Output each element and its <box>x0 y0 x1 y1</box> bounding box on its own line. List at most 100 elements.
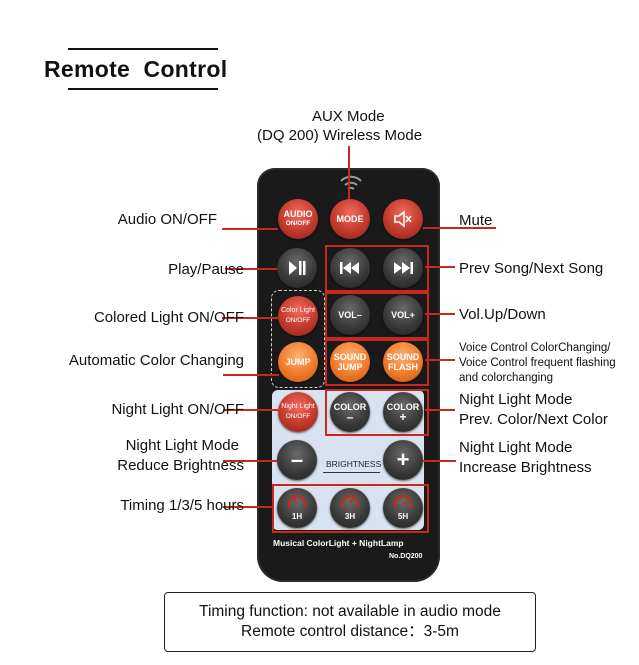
clock-icon <box>341 495 359 509</box>
color-next-label: COLOR <box>386 402 420 412</box>
aux-mode-label: AUX Mode <box>312 108 385 125</box>
night-light-button-sublabel: ON/OFF <box>285 413 311 420</box>
clock-icon <box>288 495 306 509</box>
timer-1h-button[interactable]: 1H <box>277 488 317 528</box>
vol-down-button[interactable]: VOL– <box>330 295 370 335</box>
fast-forward-icon <box>394 262 413 274</box>
voice-control-label-1: Voice Control ColorChanging/ <box>459 342 611 354</box>
next-song-button[interactable] <box>383 248 423 288</box>
increase-leader-line <box>423 460 456 462</box>
night-light-button-label: Night Light <box>281 403 315 410</box>
timing-leader-line <box>223 506 272 508</box>
vol-up-button[interactable]: VOL+ <box>383 295 423 335</box>
remote-model-text: No.DQ200 <box>389 553 423 560</box>
note-timing: Timing function: not available in audio … <box>199 603 501 620</box>
wireless-signal-icon <box>337 172 365 194</box>
rewind-icon <box>340 262 359 274</box>
timing-label: Timing 1/3/5 hours <box>120 497 244 514</box>
sound-jump-sublabel: JUMP <box>337 362 363 372</box>
vol-down-label: VOL– <box>338 310 362 320</box>
brightness-up-sign: + <box>396 447 410 472</box>
sound-flash-sublabel: FLASH <box>387 362 418 372</box>
colored-leader-line <box>222 317 278 319</box>
color-light-dashed-frame <box>271 290 325 388</box>
color-mode-label: Night Light Mode <box>459 391 573 408</box>
volume-highlight-box <box>325 292 429 339</box>
sound-highlight-box <box>325 339 429 386</box>
color-highlight-box <box>325 389 429 436</box>
timer-5h-label: 5H <box>397 512 409 521</box>
title-top-rule <box>68 48 218 50</box>
play-leader-line <box>225 268 277 270</box>
prev-song-button[interactable] <box>330 248 370 288</box>
mode-button-label: MODE <box>336 214 364 224</box>
mute-leader-line <box>423 227 496 229</box>
reduce-leader-line <box>223 460 277 462</box>
brightness-down-sign: – <box>290 447 304 472</box>
increase-mode-label: Night Light Mode <box>459 439 573 456</box>
play-pause-icon <box>289 261 306 275</box>
jump-button[interactable]: JUMP <box>278 342 318 382</box>
color-light-button-label: Color Light <box>281 307 315 314</box>
audio-button-label: AUDIO <box>283 209 313 219</box>
increase-brightness-label: Increase Brightness <box>459 459 592 476</box>
mute-icon <box>394 210 412 228</box>
vol-up-label: VOL+ <box>391 310 415 320</box>
audio-leader-line <box>222 228 278 230</box>
voice-leader-line <box>425 359 455 361</box>
jump-label: JUMP <box>285 357 311 367</box>
mode-button[interactable]: MODE <box>330 199 370 239</box>
sound-flash-label: SOUND <box>386 352 420 362</box>
reduce-mode-label: Night Light Mode <box>125 437 239 454</box>
mute-button[interactable] <box>383 199 423 239</box>
color-prev-sign: – <box>346 410 354 424</box>
voice-control-label-3: and colorchanging <box>459 372 553 384</box>
night-leader-line <box>223 409 278 411</box>
song-highlight-box <box>325 245 429 292</box>
timer-5h-button[interactable]: 5H <box>383 488 423 528</box>
colored-light-label: Colored Light ON/OFF <box>93 309 244 326</box>
prev-next-color-label: Prev. Color/Next Color <box>459 411 608 428</box>
audio-on-off-label: Audio ON/OFF <box>117 211 217 228</box>
play-pause-label: Play/Pause <box>168 261 244 278</box>
reduce-brightness-label: Reduce Brightness <box>117 457 244 474</box>
brightness-divider <box>323 472 380 473</box>
color-prev-button[interactable]: COLOR– <box>330 392 370 432</box>
audio-button-sublabel: ON/OFF <box>285 220 311 227</box>
mode-leader-line <box>348 146 350 199</box>
remote-brand-text: Musical ColorLight + NightLamp <box>273 538 404 548</box>
prev-next-song-label: Prev Song/Next Song <box>459 260 604 277</box>
note-box: Timing function: not available in audio … <box>164 592 536 652</box>
timer-highlight-box <box>272 484 429 533</box>
vol-up-down-label: Vol.Up/Down <box>459 306 546 323</box>
brightness-down-button[interactable]: – <box>277 440 317 480</box>
voice-control-label-2: Voice Control frequent flashing <box>459 357 616 369</box>
play-pause-button[interactable] <box>277 248 317 288</box>
timer-3h-label: 3H <box>344 512 356 521</box>
color-prev-label: COLOR <box>333 402 367 412</box>
color-light-button-sublabel: ON/OFF <box>285 317 311 324</box>
auto-leader-line <box>223 374 279 376</box>
wireless-mode-label: (DQ 200) Wireless Mode <box>257 127 423 144</box>
sound-jump-label: SOUND <box>333 352 367 362</box>
title-bottom-rule <box>68 88 218 90</box>
brightness-label: BRIGHTNESS <box>326 459 382 469</box>
clock-icon <box>394 495 412 509</box>
mute-label: Mute <box>459 212 493 229</box>
timer-3h-button[interactable]: 3H <box>330 488 370 528</box>
page-title: Remote Control <box>44 56 228 82</box>
automatic-color-label: Automatic Color Changing <box>68 352 244 369</box>
color-next-sign: + <box>399 410 407 424</box>
color-next-button[interactable]: COLOR+ <box>383 392 423 432</box>
timer-1h-label: 1H <box>291 512 303 521</box>
vol-leader-line <box>425 313 455 315</box>
color-leader-line <box>425 409 455 411</box>
night-light-label: Night Light ON/OFF <box>111 401 244 418</box>
brightness-up-button[interactable]: + <box>383 440 423 480</box>
note-distance: Remote control distance：3-5m <box>241 623 459 640</box>
